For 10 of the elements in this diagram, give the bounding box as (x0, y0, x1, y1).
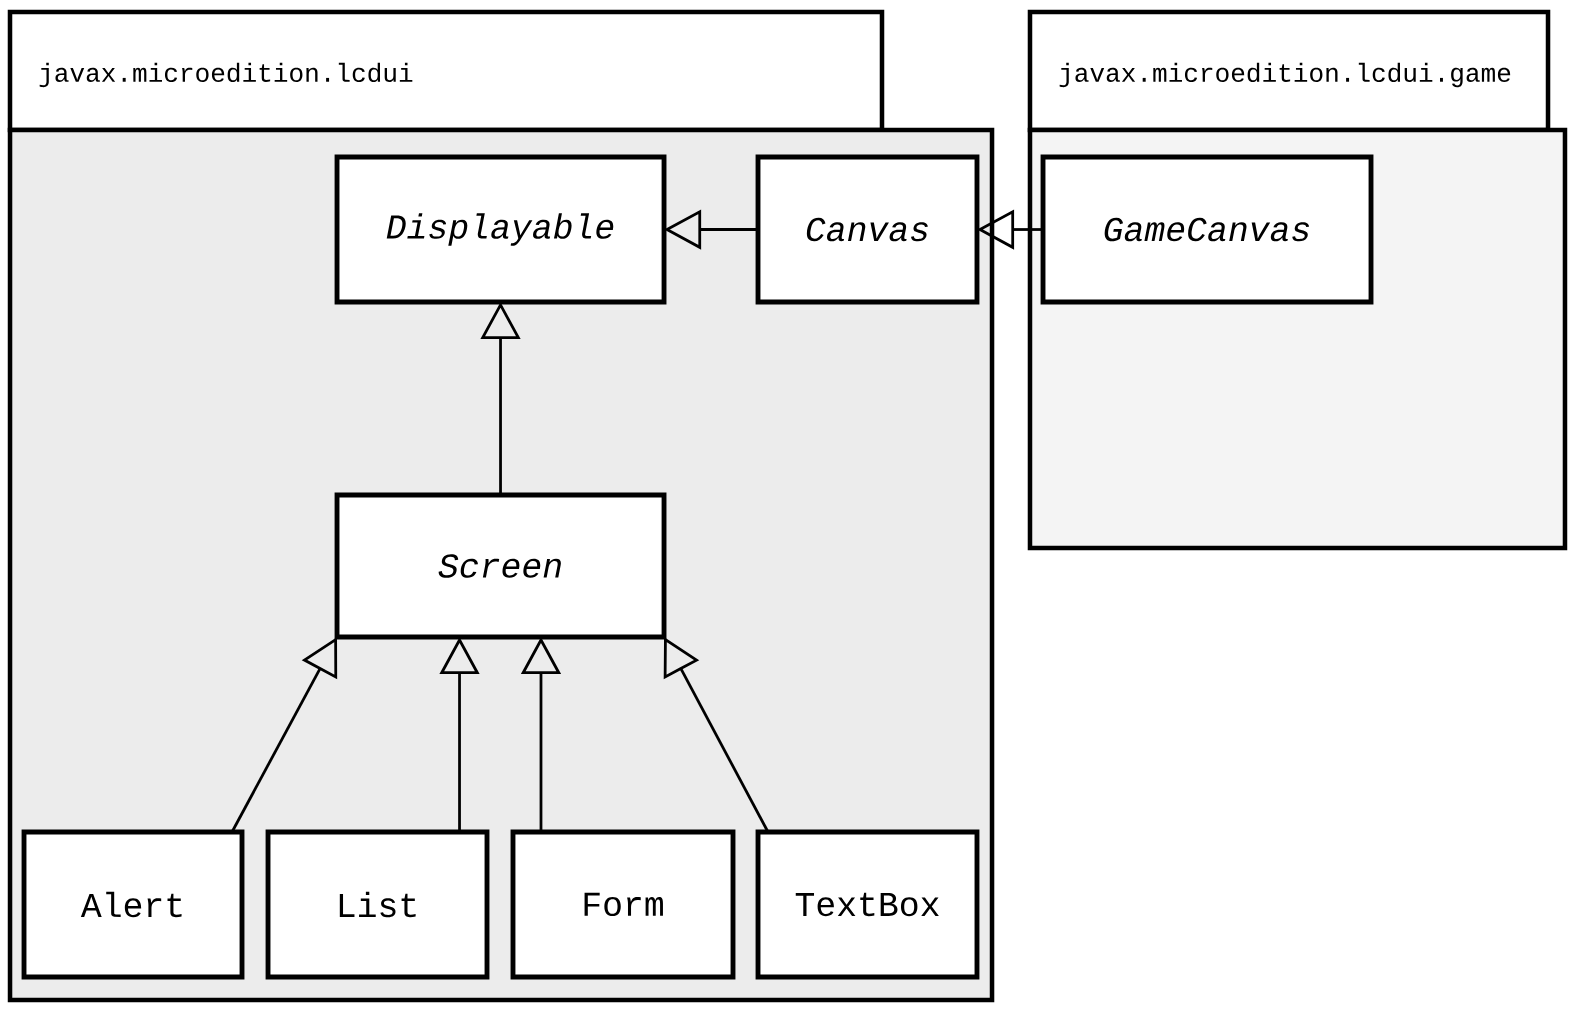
abstract-class-box: Screen (334, 492, 667, 640)
class-box: TextBox (755, 829, 980, 980)
node-label: javax.microedition.lcdui.game (1059, 62, 1511, 88)
class-box: List (265, 829, 490, 980)
class-box: Form (510, 829, 736, 980)
abstract-class-box: Displayable (334, 154, 667, 305)
abstract-class-box: GameCanvas (1040, 154, 1374, 305)
node-label: javax.microedition.lcdui (39, 62, 413, 88)
class-box: Alert (21, 829, 245, 980)
abstract-class-box: Canvas (755, 154, 980, 305)
